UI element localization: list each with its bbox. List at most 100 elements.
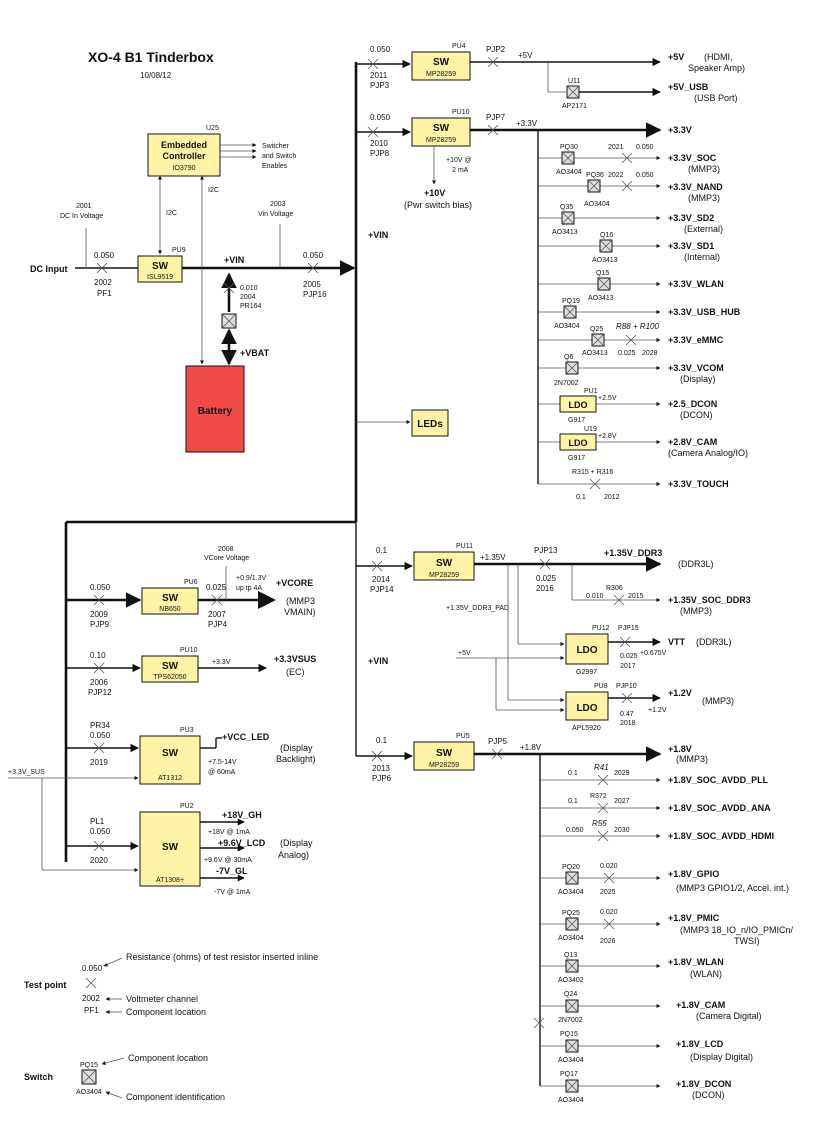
svg-text:AO3404: AO3404 bbox=[556, 169, 582, 176]
svg-text:+VBAT: +VBAT bbox=[240, 348, 270, 358]
svg-text:+VCORE: +VCORE bbox=[276, 578, 313, 588]
svg-text:PJP5: PJP5 bbox=[488, 737, 508, 746]
svg-text:(EC): (EC) bbox=[286, 667, 305, 677]
svg-text:2003: 2003 bbox=[270, 201, 286, 208]
test-point-pjp8: 0.050 2010 PJP8 bbox=[367, 113, 391, 158]
svg-text:Analog): Analog) bbox=[278, 850, 309, 860]
rail-3v3-usb-hub: PQ19 AO3404 +3.3V_USB_HUB bbox=[538, 298, 741, 330]
svg-text:2007: 2007 bbox=[208, 610, 226, 619]
svg-text:PQ19: PQ19 bbox=[562, 298, 580, 305]
svg-text:Switcher: Switcher bbox=[262, 143, 290, 150]
svg-text:AO3404: AO3404 bbox=[558, 935, 584, 942]
svg-text:I2C: I2C bbox=[208, 187, 219, 194]
svg-text:NB650: NB650 bbox=[159, 606, 181, 613]
svg-text:+9.6V @ 30mA: +9.6V @ 30mA bbox=[204, 857, 252, 864]
svg-text:MP28259: MP28259 bbox=[429, 572, 459, 579]
svg-text:2008: 2008 bbox=[218, 546, 234, 553]
test-point-pjp6: 0.1 2013 PJP6 bbox=[371, 736, 392, 783]
svg-text:G917: G917 bbox=[568, 417, 585, 424]
svg-text:DC In Voltage: DC In Voltage bbox=[60, 213, 103, 220]
svg-text:+10V @: +10V @ bbox=[446, 157, 472, 164]
svg-text:+1.2V: +1.2V bbox=[668, 688, 692, 698]
svg-text:MP28259: MP28259 bbox=[429, 762, 459, 769]
rail-2v5-dcon: LDO PU1 G917 +2.5V +2.5_DCON (DCON) bbox=[538, 388, 717, 424]
svg-text:Vin Voltage: Vin Voltage bbox=[258, 211, 293, 218]
svg-text:AO3402: AO3402 bbox=[558, 977, 584, 984]
svg-text:+1.8V_LCD: +1.8V_LCD bbox=[676, 1039, 724, 1049]
svg-text:PU5: PU5 bbox=[456, 733, 470, 740]
svg-text:G2997: G2997 bbox=[576, 669, 597, 676]
svg-text:AO3413: AO3413 bbox=[582, 350, 608, 357]
svg-text:SW: SW bbox=[436, 558, 453, 569]
svg-text:PQ36: PQ36 bbox=[586, 172, 604, 179]
svg-text:R55: R55 bbox=[592, 819, 607, 828]
svg-text:+1.8V_WLAN: +1.8V_WLAN bbox=[668, 957, 724, 967]
svg-text:2017: 2017 bbox=[620, 663, 636, 670]
svg-text:(Camera Digital): (Camera Digital) bbox=[696, 1011, 762, 1021]
svg-text:PJP12: PJP12 bbox=[88, 688, 112, 697]
svg-text:AT1308+: AT1308+ bbox=[156, 877, 184, 884]
svg-text:(Pwr switch bias): (Pwr switch bias) bbox=[404, 200, 472, 210]
rail-1v8-pmic: PQ25 AO3404 0.020 2026 +1.8V_PMIC (MMP3 … bbox=[540, 909, 794, 946]
svg-text:0.10: 0.10 bbox=[90, 651, 106, 660]
svg-text:PJP15: PJP15 bbox=[618, 625, 639, 632]
svg-text:+0.9/1.3V: +0.9/1.3V bbox=[236, 575, 266, 582]
rail-3v3-sd2: Q35 AO3413 +3.3V_SD2 (External) bbox=[538, 204, 723, 236]
svg-text:U25: U25 bbox=[206, 125, 219, 132]
sw-pu11: SW MP28259 PU11 bbox=[413, 543, 475, 581]
svg-text:(Camera Analog/IO): (Camera Analog/IO) bbox=[668, 448, 748, 458]
svg-text:SW: SW bbox=[152, 261, 169, 272]
svg-text:MP28259: MP28259 bbox=[426, 71, 456, 78]
rail-1v8-avdd-hdmi: 0.050 R55 2030 +1.8V_SOC_AVDD_HDMI bbox=[540, 819, 774, 842]
svg-text:AO3413: AO3413 bbox=[588, 295, 614, 302]
svg-text:PJP7: PJP7 bbox=[486, 113, 506, 122]
svg-text:+0.675V: +0.675V bbox=[640, 650, 667, 657]
svg-text:(DDR3L): (DDR3L) bbox=[696, 637, 732, 647]
svg-text:2015: 2015 bbox=[628, 593, 644, 600]
svg-text:PU12: PU12 bbox=[592, 625, 610, 632]
svg-text:2 mA: 2 mA bbox=[452, 167, 469, 174]
svg-text:+3.3V_WLAN: +3.3V_WLAN bbox=[668, 279, 724, 289]
svg-text:0.050: 0.050 bbox=[303, 251, 324, 260]
svg-text:Q25: Q25 bbox=[590, 326, 603, 333]
svg-text:0.025: 0.025 bbox=[206, 583, 227, 592]
svg-text:2N7002: 2N7002 bbox=[558, 1017, 583, 1024]
svg-text:0.1: 0.1 bbox=[576, 494, 586, 501]
svg-text:PJP6: PJP6 bbox=[372, 774, 392, 783]
svg-text:SW: SW bbox=[436, 748, 453, 759]
svg-text:I2C: I2C bbox=[166, 210, 177, 217]
svg-text:AO3404: AO3404 bbox=[558, 889, 584, 896]
svg-text:PQ17: PQ17 bbox=[560, 1071, 578, 1078]
svg-text:2019: 2019 bbox=[90, 758, 108, 767]
svg-text:0.050: 0.050 bbox=[636, 144, 654, 151]
svg-text:PU3: PU3 bbox=[180, 727, 194, 734]
test-point-2019: PR34 0.050 2019 bbox=[90, 721, 111, 767]
svg-text:Test point: Test point bbox=[24, 980, 66, 990]
svg-text:+2.8V_CAM: +2.8V_CAM bbox=[668, 437, 717, 447]
svg-text:Battery: Battery bbox=[198, 406, 233, 417]
svg-text:2012: 2012 bbox=[604, 494, 620, 501]
svg-text:Enables: Enables bbox=[262, 163, 288, 170]
svg-text:+9.6V_LCD: +9.6V_LCD bbox=[218, 838, 266, 848]
svg-text:and Switch: and Switch bbox=[262, 153, 296, 160]
svg-text:PJP14: PJP14 bbox=[370, 585, 394, 594]
svg-text:(USB Port): (USB Port) bbox=[694, 93, 738, 103]
svg-text:(HDMI,: (HDMI, bbox=[704, 52, 733, 62]
svg-text:Controller: Controller bbox=[162, 151, 205, 161]
svg-text:2002: 2002 bbox=[82, 994, 100, 1003]
legend-switch: Switch PQ15 AO3404 Component location Co… bbox=[24, 1053, 225, 1102]
svg-text:+5V_USB: +5V_USB bbox=[668, 82, 709, 92]
svg-text:2021: 2021 bbox=[608, 144, 624, 151]
svg-text:0.020: 0.020 bbox=[600, 863, 618, 870]
svg-text:LDO: LDO bbox=[576, 703, 597, 714]
svg-text:PJP10: PJP10 bbox=[616, 683, 637, 690]
svg-text:+7.5-14V: +7.5-14V bbox=[208, 759, 237, 766]
svg-text:2016: 2016 bbox=[536, 584, 554, 593]
sw-pu6: SW NB650 PU6 bbox=[141, 579, 199, 615]
svg-text:PU1: PU1 bbox=[584, 388, 598, 395]
svg-text:+3.3V_SD1: +3.3V_SD1 bbox=[668, 241, 714, 251]
svg-text:PU4: PU4 bbox=[452, 43, 466, 50]
svg-text:AO3413: AO3413 bbox=[592, 257, 618, 264]
svg-text:+18V @ 1mA: +18V @ 1mA bbox=[208, 829, 250, 836]
svg-text:+1.35V_DDR3: +1.35V_DDR3 bbox=[604, 548, 662, 558]
